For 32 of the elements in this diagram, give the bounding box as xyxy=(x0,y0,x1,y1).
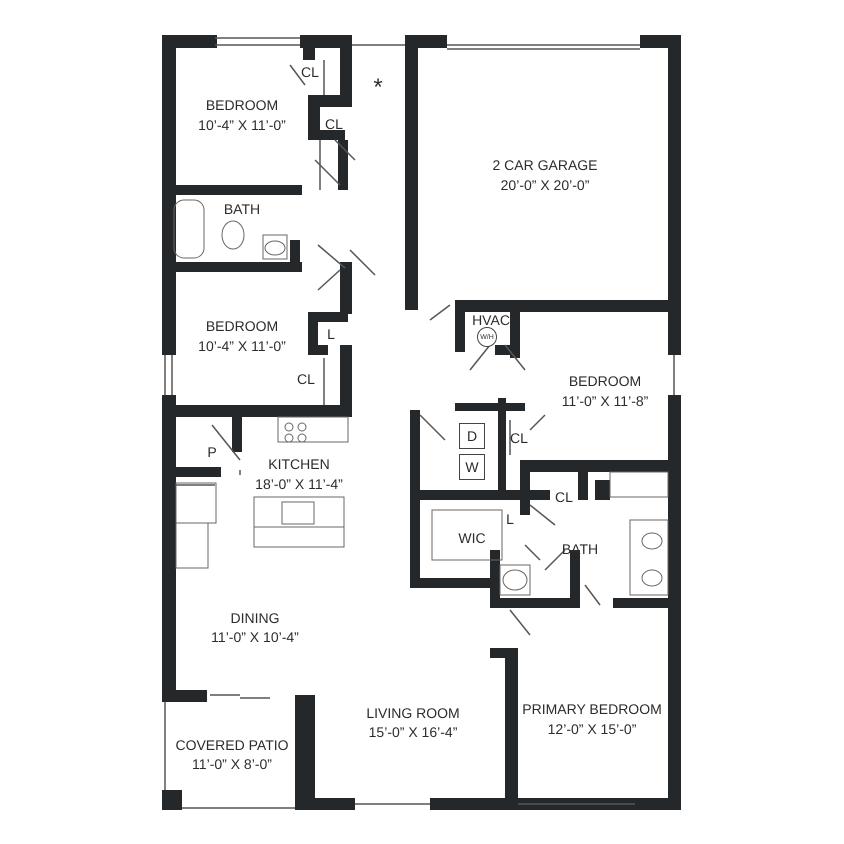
room-dimensions: 20’-0” X 20’-0” xyxy=(500,178,590,192)
room-name: COVERED PATIO xyxy=(175,738,289,752)
room-dimensions: 18’-0” X 11’-4” xyxy=(255,477,343,491)
entry-mark: * xyxy=(373,76,383,100)
closet-label: CL xyxy=(555,490,573,504)
washer-box: W xyxy=(459,454,485,480)
room-name: KITCHEN xyxy=(268,457,330,471)
room-dimensions: 11’-0” X 8’-0” xyxy=(192,757,272,771)
dryer-box: D xyxy=(459,423,485,449)
room-name: BEDROOM xyxy=(568,374,642,388)
room-name: BEDROOM xyxy=(206,98,278,112)
room-name: PRIMARY BEDROOM xyxy=(522,702,662,716)
room-name: HVAC xyxy=(472,313,510,327)
room-dimensions: 12’-0” X 15’-0” xyxy=(548,722,636,736)
room-dimensions: 10’-4” X 11’-0” xyxy=(198,118,286,132)
room-dimensions: 15’-0” X 16’-4” xyxy=(368,725,458,739)
closet-label: CL xyxy=(297,372,315,386)
closet-label: CL xyxy=(301,65,319,79)
room-name: WIC xyxy=(458,531,486,545)
closet-label: CL xyxy=(325,117,343,131)
room-name: BATH xyxy=(224,202,260,216)
room-dimensions: 11’-0” X 10’-4” xyxy=(211,630,299,644)
closet-label: L xyxy=(327,327,335,341)
room-name: DINING xyxy=(230,611,280,625)
closet-label: CL xyxy=(510,431,528,445)
room-dimensions: 10’-4” X 11’-0” xyxy=(198,339,286,353)
room-name: LIVING ROOM xyxy=(366,706,460,720)
closet-label: L xyxy=(506,512,514,526)
pantry-label: P xyxy=(207,445,217,459)
room-dimensions: 11’-0” X 11’-8” xyxy=(562,394,648,408)
room-name: BEDROOM xyxy=(206,319,278,333)
room-name: 2 CAR GARAGE xyxy=(492,158,598,172)
